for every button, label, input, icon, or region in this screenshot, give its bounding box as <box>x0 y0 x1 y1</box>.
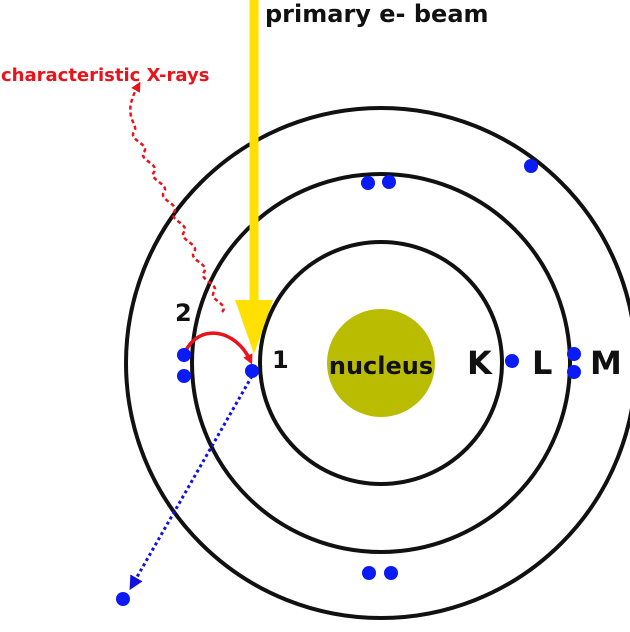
electron-l-top-1 <box>361 176 375 190</box>
electrons <box>116 159 581 606</box>
electron-l-right-1 <box>567 347 581 361</box>
electron-l-bottom-2 <box>384 566 398 580</box>
electron-ejected <box>116 592 130 606</box>
shell-l-label: L <box>532 344 552 382</box>
shell-m-label: M <box>590 344 622 382</box>
xray-squiggle <box>129 81 225 313</box>
transition-arrow <box>183 331 253 365</box>
xrays-label: characteristic X-rays <box>1 65 209 86</box>
primary-beam-arrowhead <box>235 300 273 354</box>
electron-l-bottom-1 <box>362 566 376 580</box>
xray-wave <box>205 92 224 314</box>
shell-m-ring <box>124 106 630 620</box>
shell-l-ring <box>190 172 572 554</box>
electron-l-left-1 <box>177 348 191 362</box>
electron-k-vacancy <box>245 364 259 378</box>
electron-k-right <box>505 354 519 368</box>
beam-label: primary e- beam <box>265 0 489 28</box>
electron-m-top <box>524 159 538 173</box>
shell-k-ring <box>258 240 504 486</box>
nucleus-label: nucleus <box>329 352 433 380</box>
step-2-label: 2 <box>175 299 192 327</box>
electron-l-left-2 <box>177 369 191 383</box>
ejected-electron-path <box>129 375 254 591</box>
electron-l-top-2 <box>382 175 396 189</box>
electron-l-right-2 <box>567 365 581 379</box>
shell-k-label: K <box>467 344 493 382</box>
step-1-label: 1 <box>272 346 289 374</box>
nucleus <box>327 309 435 417</box>
